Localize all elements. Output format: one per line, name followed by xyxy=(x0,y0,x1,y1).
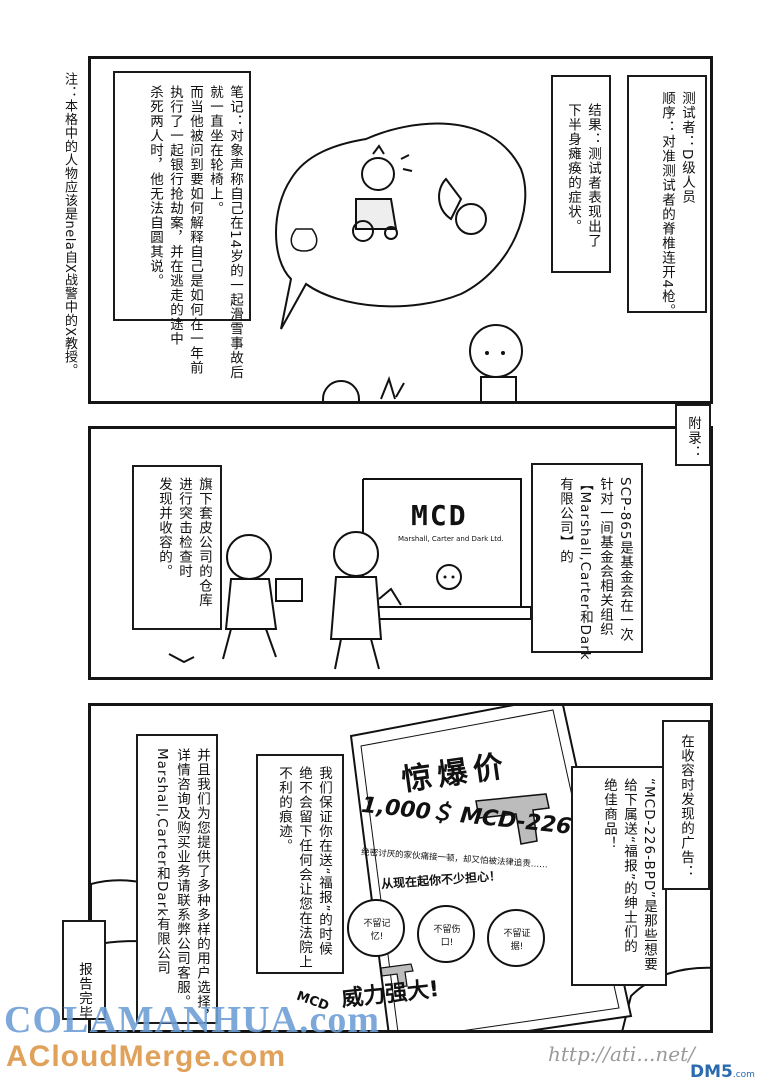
side-note: 注：本格中的人物应该是nela自X战警中的X教授。 xyxy=(62,72,77,378)
guarantee-box: 我们保证你在送“福报”的时候 绝不会留下任何会让您在法院上 不利的痕迹。 xyxy=(256,754,344,974)
tester-text: 测试者：D级人员 顺序：对准测试者的脊椎连开4枪。 xyxy=(659,91,695,319)
agent-1-head xyxy=(226,534,272,580)
scp-box: SCP-865是基金会在一次 针对一间基金会相关组织 【Marshall,Car… xyxy=(531,463,643,661)
tester-box: 测试者：D级人员 顺序：对准测试者的脊椎连开4枪。 xyxy=(627,75,707,319)
mcd-sign-logo: MCD xyxy=(411,499,468,532)
badge-circle-1 xyxy=(347,899,405,957)
product-box: “MCD-226-BPD”是那些想要 给下属送“福报”的绅士们的 绝佳商品！ xyxy=(571,766,667,986)
result-box: 结果：测试者表现出了 下半身瘫痪的症状。 xyxy=(551,75,611,273)
badge-circle-2 xyxy=(417,905,475,963)
raid-text: 旗下套皮公司的仓库 进行突击检查时 发现并收容的。 xyxy=(156,477,212,608)
badge-circle-3 xyxy=(487,909,545,967)
fallen-figure-head xyxy=(455,203,487,235)
thought-bubble xyxy=(275,122,527,330)
result-text: 结果：测试者表现出了 下半身瘫痪的症状。 xyxy=(565,103,601,248)
badge-text-2: 不留伤口! xyxy=(433,925,461,948)
colamanhua-watermark: COLAMANHUA.com xyxy=(4,999,381,1041)
right-hand xyxy=(621,966,710,1030)
badge-text-1: 不留记忆! xyxy=(363,919,391,942)
mcd-sign-subtitle: Marshall, Carter and Dark Ltd. xyxy=(398,535,504,543)
wheelchair xyxy=(355,198,398,230)
report-end-label: 报告完毕 xyxy=(76,962,92,1020)
scp-text: SCP-865是基金会在一次 针对一间基金会相关组织 【Marshall,Car… xyxy=(557,477,633,661)
gun-icon-small xyxy=(380,963,414,988)
agent-2-head xyxy=(333,531,379,577)
appendix-label: 附录： xyxy=(685,416,701,460)
bald-character-head xyxy=(469,324,523,378)
appendix-box: 附录： xyxy=(675,404,711,466)
ad-label-box: 在收容时发现的广告： xyxy=(662,720,710,890)
small-character-head xyxy=(322,380,360,401)
product-text: “MCD-226-BPD”是那些想要 给下属送“福报”的绅士们的 绝佳商品！ xyxy=(601,778,657,972)
guarantee-text: 我们保证你在送“福报”的时候 绝不会留下任何会让您在法院上 不利的痕迹。 xyxy=(276,766,332,969)
wheelchair-person-head xyxy=(361,157,395,191)
report-end-box: 报告完毕 xyxy=(62,920,106,1020)
ad-label: 在收容时发现的广告： xyxy=(678,734,694,879)
money-bag xyxy=(290,228,318,252)
dm5-logo: DM5.com xyxy=(690,1062,755,1082)
dm5-suffix: .com xyxy=(732,1070,755,1080)
panel-1: 笔记：对象声称自己在14岁的一起滑雪事故后 就一直坐在轮椅上。 而当他被问到要如… xyxy=(88,56,713,404)
acloudmerge-watermark: ACloudMerge.com xyxy=(6,1040,287,1073)
url-watermark: http://ati...net/ xyxy=(548,1042,695,1066)
note-text: 笔记：对象声称自己在14岁的一起滑雪事故后 就一直坐在轮椅上。 而当他被问到要如… xyxy=(147,85,243,380)
panel-2-illustration xyxy=(168,478,532,670)
carried-box xyxy=(275,578,303,602)
panel-2: MCD Marshall, Carter and Dark Ltd. 旗下套皮公… xyxy=(88,426,713,680)
options-box: 并且我们为您提供了多种多样的用户选择， 详情咨询及购买业务请联系弊公司客服。 M… xyxy=(136,734,218,1024)
note-box: 笔记：对象声称自己在14岁的一起滑雪事故后 就一直坐在轮椅上。 而当他被问到要如… xyxy=(113,71,251,380)
raid-box: 旗下套皮公司的仓库 进行突击检查时 发现并收容的。 xyxy=(132,465,222,630)
dm5-text: DM5 xyxy=(690,1062,733,1082)
options-text: 并且我们为您提供了多种多样的用户选择， 详情咨询及购买业务请联系弊公司客服。 M… xyxy=(154,748,210,1024)
panel-1-illustration xyxy=(275,122,527,401)
panel-3: 惊爆价 1,000＄ MCD-226-BPD 绝密讨厌的家伙痛接一顿，却又怕被法… xyxy=(88,703,713,1033)
badge-text-3: 不留证据! xyxy=(503,929,531,952)
gun-icon xyxy=(475,793,550,845)
receptionist-head xyxy=(436,564,462,590)
